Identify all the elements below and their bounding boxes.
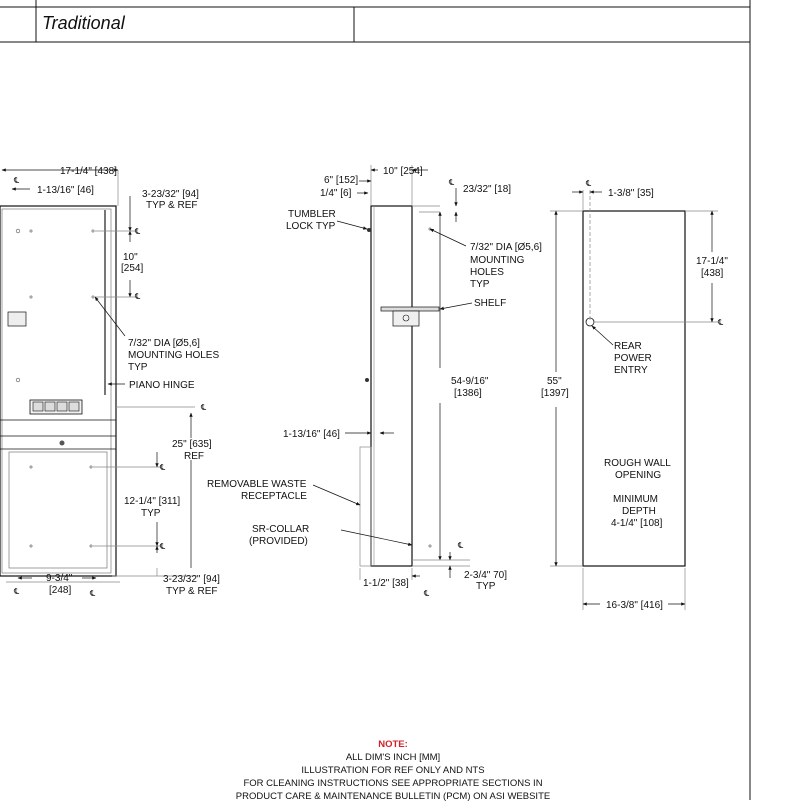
front-top-ref-label: 3-23/32" [94]	[142, 189, 199, 200]
min-depth-label: MINIMUM	[613, 494, 658, 505]
side-height-label: 54-9/16"	[451, 376, 489, 387]
tumbler-lock-icon	[367, 228, 371, 232]
sr-collar-label-2: (PROVIDED)	[249, 536, 308, 547]
rear-power-entry-label-3: ENTRY	[614, 365, 648, 376]
front-12-label-2: TYP	[141, 508, 161, 519]
latch-upper	[7, 311, 27, 327]
side-labels: 6" [152] 1/4" [6] 10" [254] 23/32" [18] …	[207, 166, 542, 598]
rough-opening-outline	[582, 210, 686, 567]
note-heading: NOTE:	[378, 739, 408, 750]
side-holes-label-3: HOLES	[470, 267, 504, 278]
min-depth-label-3: 4-1/4" [108]	[611, 518, 663, 529]
rough-1-3-8-label: 1-3/8" [35]	[608, 188, 654, 199]
front-holes-label: 7/32" DIA [Ø5,6]	[128, 338, 200, 349]
rough-labels: ℄ 1-3/8" [35] 17-1/4" [438] ℄ 55" [1397]…	[541, 179, 728, 611]
cl-mark: ℄	[448, 178, 455, 187]
cabinet-outline	[0, 205, 117, 577]
front-hole-spacing-label: 10"	[123, 252, 138, 263]
side-holes-label-2: MOUNTING	[470, 255, 525, 266]
waste-receptacle-label-2: RECEPTACLE	[241, 491, 307, 502]
note-line: ALL DIM'S INCH [MM]	[345, 752, 441, 763]
front-25-ref-label-2: REF	[184, 451, 204, 462]
side-quarter-label: 1/4" [6]	[320, 188, 352, 199]
side-body	[370, 205, 413, 567]
side-6-label: 6" [152]	[324, 175, 358, 186]
side-height-label-2: [1386]	[454, 388, 482, 399]
cl-mark: ℄	[159, 463, 166, 472]
front-cl-offset-label: 1-13/16" [46]	[37, 185, 94, 196]
front-holes-label-3: TYP	[128, 362, 148, 373]
rough-dimensions	[550, 190, 718, 610]
waste-door	[8, 451, 108, 569]
rough-opening-label-2: OPENING	[615, 470, 661, 481]
rough-opening-label: ROUGH WALL	[604, 458, 671, 469]
sr-collar-label: SR-COLLAR	[252, 524, 309, 535]
cl-mark: ℄	[13, 176, 20, 185]
waste-receptacle-side	[359, 446, 372, 567]
front-hole-spacing-label-2: [254]	[121, 263, 143, 274]
piano-hinge-label: PIANO HINGE	[129, 380, 195, 391]
min-depth-label-2: DEPTH	[622, 506, 656, 517]
front-view: 17-1/4" [438] 1-13/16" [46] ℄ 3-23/32" […	[0, 166, 220, 598]
rough-opening-view: ℄ 1-3/8" [35] 17-1/4" [438] ℄ 55" [1397]…	[541, 179, 728, 611]
front-holes-label-2: MOUNTING HOLES	[128, 350, 219, 361]
rear-power-entry-label: REAR	[614, 341, 642, 352]
cabinet-inner	[1, 208, 112, 574]
front-top-ref-label-2: TYP & REF	[146, 200, 198, 211]
rear-power-entry-label-2: POWER	[614, 353, 652, 364]
rough-55-label: 55"	[547, 376, 562, 387]
front-bottom-ref-label: 3-23/32" [94]	[163, 574, 220, 585]
front-25-ref-label: 25" [635]	[172, 439, 212, 450]
cl-mark: ℄	[457, 541, 464, 550]
side-view: 6" [152] 1/4" [6] 10" [254] 23/32" [18] …	[207, 165, 542, 598]
cl-mark: ℄	[585, 179, 592, 188]
shelf-label: SHELF	[474, 298, 506, 309]
cl-mark: ℄	[134, 227, 141, 236]
note-line: ILLUSTRATION FOR REF ONLY AND NTS	[301, 765, 485, 776]
cl-mark: ℄	[423, 589, 430, 598]
note-block: NOTE: ALL DIM'S INCH [MM] ILLUSTRATION F…	[0, 738, 786, 803]
style-title: Traditional	[42, 13, 125, 33]
side-2332-label: 23/32" [18]	[463, 184, 511, 195]
cl-mark: ℄	[134, 292, 141, 301]
front-labels: 17-1/4" [438] 1-13/16" [46] ℄ 3-23/32" […	[13, 166, 220, 598]
side-dimensions	[312, 165, 473, 580]
side-2-3-4-label: 2-3/4" 70]	[464, 570, 507, 581]
front-bottom-ref-label-2: TYP & REF	[166, 586, 218, 597]
side-1-13-16-label: 1-13/16" [46]	[283, 429, 340, 440]
note-line: PRODUCT CARE & MAINTENANCE BULLETIN (PCM…	[235, 791, 551, 802]
note-line: FOR CLEANING INSTRUCTIONS SEE APPROPRIAT…	[243, 778, 543, 789]
cl-mark: ℄	[13, 587, 20, 596]
side-holes-label-4: TYP	[470, 279, 490, 290]
front-bottom-width-label: 9-3/4"	[46, 573, 73, 584]
cl-mark: ℄	[717, 318, 724, 327]
front-12-label: 12-1/4" [311]	[124, 496, 180, 507]
side-1-1-2-label: 1-1/2" [38]	[363, 578, 409, 589]
mounting-hole-markers	[15, 228, 95, 548]
cl-mark: ℄	[159, 542, 166, 551]
hinge-icon	[365, 378, 369, 382]
front-bottom-width-label-2: [248]	[49, 585, 71, 596]
tumbler-lock-label: TUMBLER	[288, 209, 336, 220]
tumbler-lock-label-2: LOCK TYP	[286, 221, 336, 232]
rough-17-label-2: [438]	[701, 268, 723, 279]
side-10-label: 10" [254]	[383, 166, 423, 177]
cl-mark: ℄	[89, 589, 96, 598]
front-dimensions	[1, 168, 197, 583]
cl-mark: ℄	[200, 403, 207, 412]
side-2-3-4-label-2: TYP	[476, 581, 496, 592]
lock-icon	[59, 440, 65, 446]
rough-55-label-2: [1397]	[541, 388, 569, 399]
shelf-bracket	[392, 310, 420, 327]
shelf	[380, 306, 440, 312]
side-holes-label: 7/32" DIA [Ø5,6]	[470, 242, 542, 253]
front-width-label: 17-1/4" [438]	[60, 166, 117, 177]
waste-receptacle-label: REMOVABLE WASTE	[207, 479, 307, 490]
title-block	[0, 0, 751, 800]
rough-width-label: 16-3/8" [416]	[606, 600, 663, 611]
rough-17-label: 17-1/4"	[696, 256, 728, 267]
